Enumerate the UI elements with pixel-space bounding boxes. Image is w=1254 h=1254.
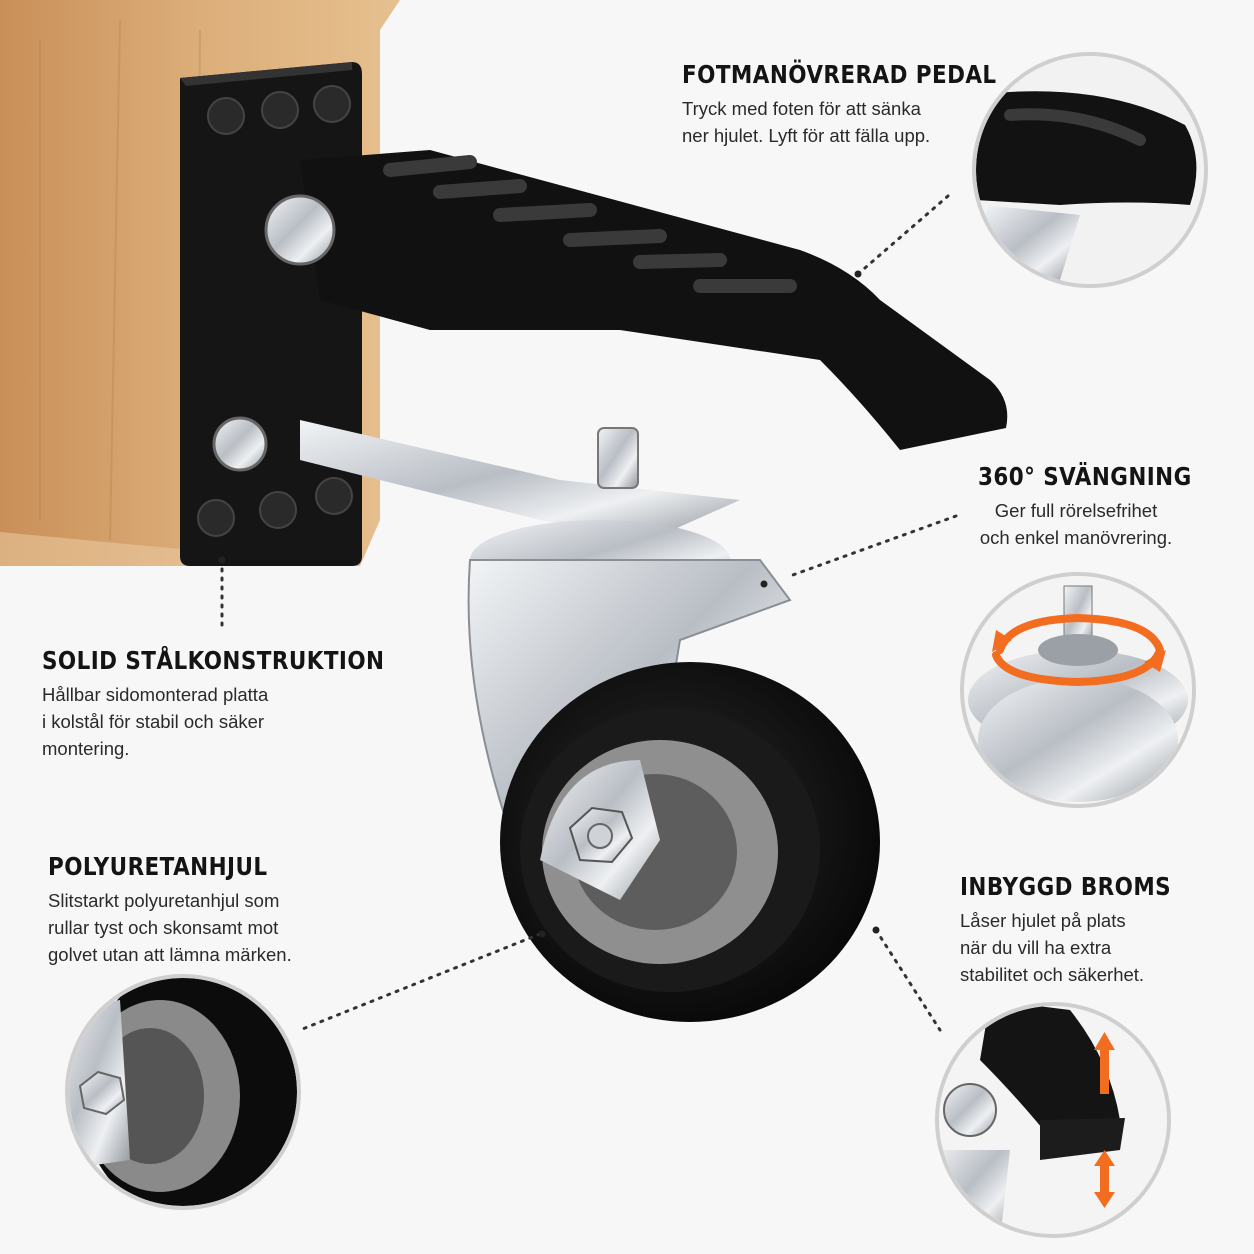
rotation-arrows-icon	[992, 613, 1164, 687]
detail-circle-wheel	[65, 974, 301, 1210]
feature-swivel: 360° SVÄNGNING Ger full rörelsefrihet oc…	[962, 462, 1192, 551]
mounting-plate	[180, 62, 362, 566]
feature-brake-title: INBYGGD BROMS	[960, 872, 1172, 901]
feature-steel: SOLID STÅLKONSTRUKTION Hållbar sidomonte…	[42, 646, 440, 762]
detail-circle-brake	[935, 1002, 1171, 1238]
feature-swivel-title: 360° SVÄNGNING	[977, 462, 1192, 491]
detail-circle-swivel	[960, 572, 1196, 808]
feature-pedal: FOTMANÖVRERAD PEDAL Tryck med foten för …	[682, 60, 1048, 149]
polyurethane-wheel	[500, 662, 880, 1022]
feature-brake-text: Låser hjulet på plats när du vill ha ext…	[960, 910, 1145, 985]
feature-steel-title: SOLID STÅLKONSTRUKTION	[42, 646, 385, 675]
leader-lines	[220, 194, 958, 1032]
up-down-arrows-icon	[1094, 1032, 1115, 1208]
foot-pedal	[212, 150, 1008, 472]
feature-swivel-text: Ger full rörelsefrihet och enkel manövre…	[979, 500, 1173, 548]
detail-circle-pedal	[972, 52, 1208, 288]
torx-screw-icon	[197, 85, 353, 537]
feature-steel-text: Hållbar sidomonterad platta i kolstål fö…	[42, 684, 269, 759]
feature-wheel: POLYURETANHJUL Slitstarkt polyuretanhjul…	[48, 852, 303, 968]
feature-wheel-text: Slitstarkt polyuretanhjul som rullar tys…	[48, 890, 292, 965]
feature-pedal-title: FOTMANÖVRERAD PEDAL	[682, 60, 997, 89]
feature-wheel-title: POLYURETANHJUL	[48, 852, 268, 881]
axle-bolt-icon	[568, 806, 634, 864]
feature-brake: INBYGGD BROMS Låser hjulet på plats när …	[960, 872, 1205, 988]
feature-pedal-text: Tryck med foten för att sänka ner hjulet…	[682, 98, 931, 146]
